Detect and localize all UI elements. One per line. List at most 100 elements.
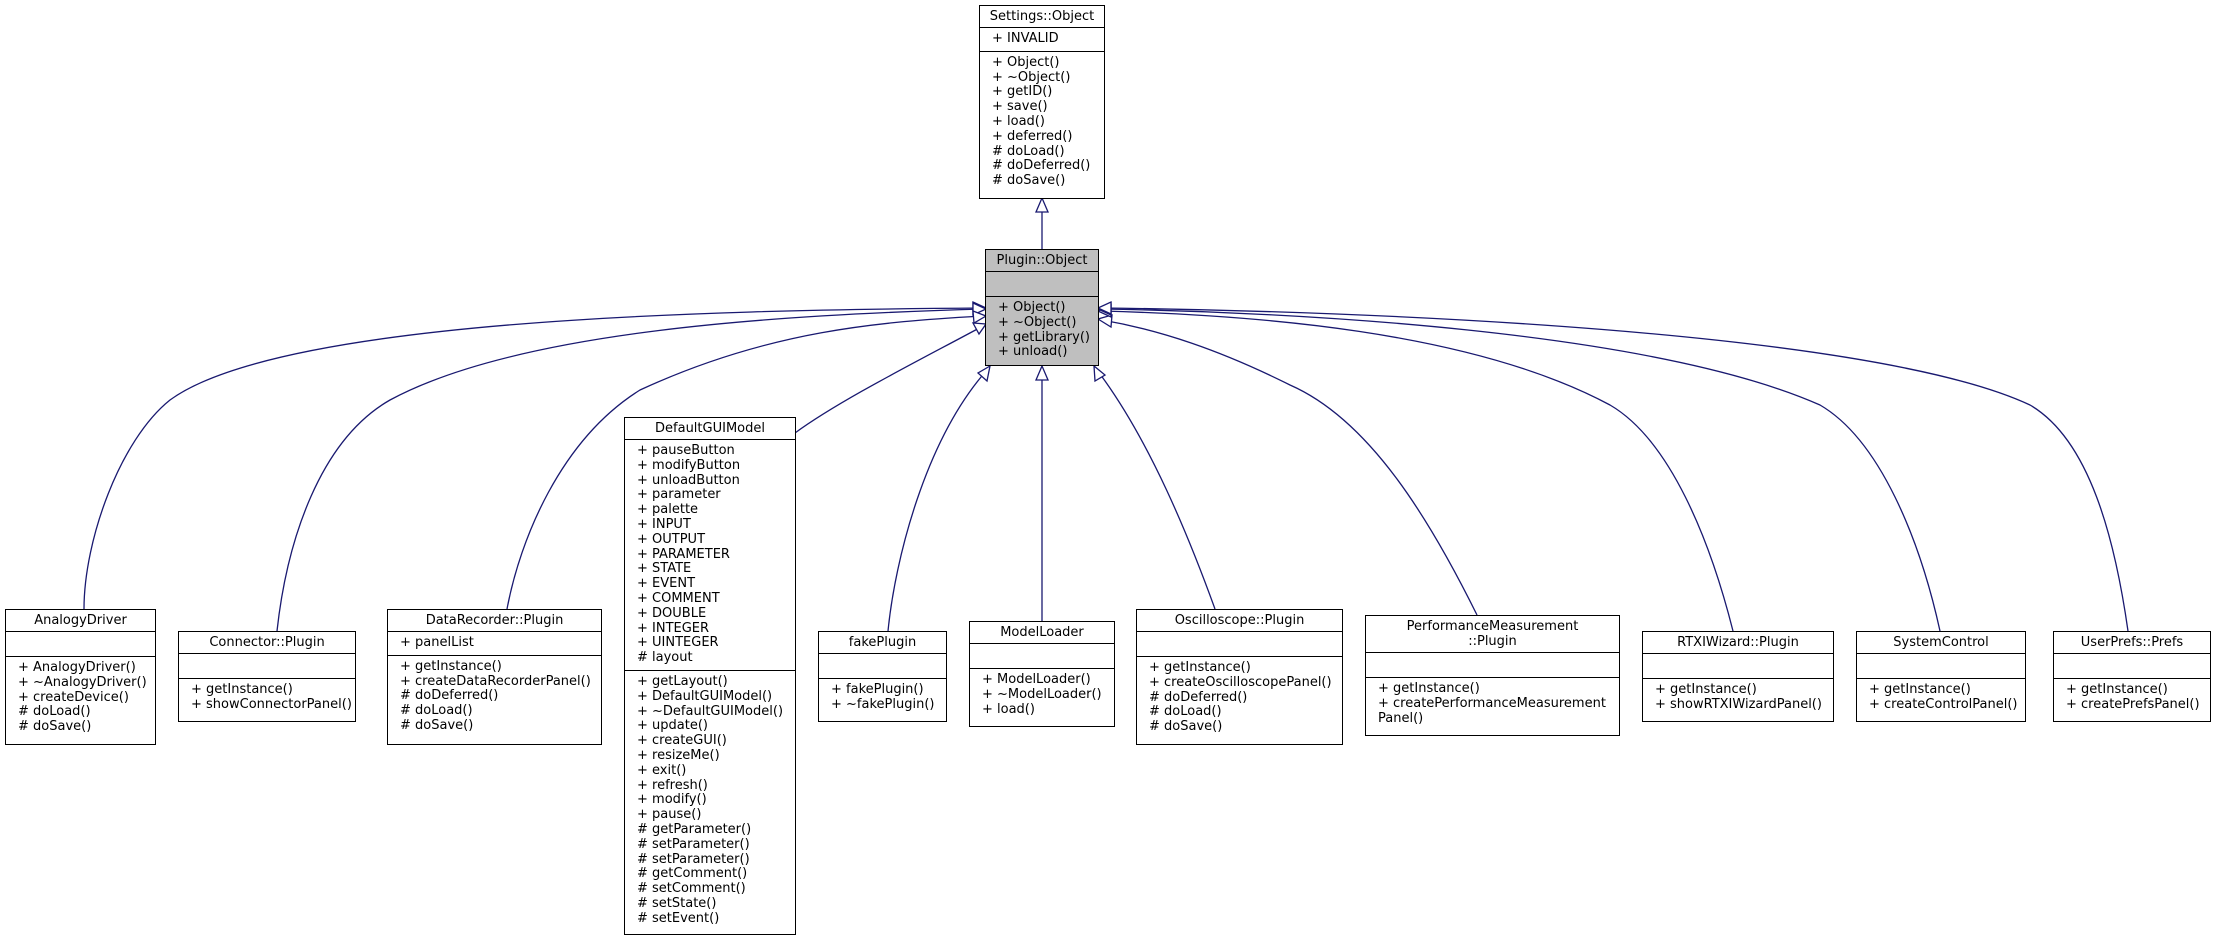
member-line: # doSave() xyxy=(18,719,92,735)
class-node-datarecorder-plugin[interactable]: DataRecorder::Plugin + panelList + getIn… xyxy=(387,609,602,745)
member-line: + createDataRecorderPanel() xyxy=(400,673,591,689)
class-node-performance-measurement-plugin[interactable]: PerformanceMeasurement ::Plugin + getIns… xyxy=(1365,615,1620,736)
class-name: DefaultGUIModel xyxy=(655,421,765,436)
attributes-section: + pauseButton+ modifyButton+ unloadButto… xyxy=(625,439,795,670)
class-node-default-gui-model[interactable]: DefaultGUIModel + pauseButton+ modifyBut… xyxy=(624,417,796,935)
methods-section: + fakePlugin()+ ~fakePlugin() xyxy=(819,678,946,717)
member-line: + Object() xyxy=(998,300,1066,315)
member-line: + modify() xyxy=(637,792,707,808)
attributes-section xyxy=(819,653,946,678)
member-line: + ~AnalogyDriver() xyxy=(18,674,147,690)
attributes-section xyxy=(6,631,155,656)
class-node-rtxiwizard-plugin[interactable]: RTXIWizard::Plugin + getInstance()+ show… xyxy=(1642,631,1834,722)
arrowhead-oscilloscope xyxy=(1093,364,1107,383)
member-line: + INPUT xyxy=(637,516,691,532)
member-line: + showConnectorPanel() xyxy=(191,696,352,712)
member-line: + INVALID xyxy=(992,31,1059,46)
member-line: # doSave() xyxy=(400,717,474,733)
class-name: DataRecorder::Plugin xyxy=(425,613,564,628)
class-name: PerformanceMeasurement ::Plugin xyxy=(1406,619,1579,649)
member-line: + deferred() xyxy=(992,128,1073,144)
member-line: + pauseButton xyxy=(637,443,735,458)
class-node-model-loader[interactable]: ModelLoader + ModelLoader()+ ~ModelLoade… xyxy=(969,621,1115,727)
member-line: + getInstance() xyxy=(191,682,293,697)
attributes-section xyxy=(179,653,355,678)
member-line: + getInstance() xyxy=(1149,660,1251,675)
member-line: + INTEGER xyxy=(637,620,710,636)
member-line: + getInstance() xyxy=(1655,682,1757,697)
class-node-oscilloscope-plugin[interactable]: Oscilloscope::Plugin + getInstance()+ cr… xyxy=(1136,609,1343,745)
methods-section: + ModelLoader()+ ~ModelLoader()+ load() xyxy=(970,668,1114,721)
class-name: SystemControl xyxy=(1893,635,1989,650)
member-line: # layout xyxy=(637,650,693,666)
arrowhead-datarecorder xyxy=(972,310,988,325)
edge-fakeplugin xyxy=(887,369,988,632)
member-line: + EVENT xyxy=(637,576,696,592)
member-line: + pause() xyxy=(637,807,702,823)
member-line: + load() xyxy=(982,701,1035,717)
class-name: Connector::Plugin xyxy=(209,635,325,650)
member-line: + panelList xyxy=(400,635,474,650)
member-line: + Object() xyxy=(992,54,1060,70)
member-line: + DOUBLE xyxy=(637,605,707,621)
member-line: + ~ModelLoader() xyxy=(982,686,1102,702)
member-line: + ModelLoader() xyxy=(982,672,1091,687)
arrowhead-performance xyxy=(1096,314,1113,329)
attributes-section xyxy=(986,271,1098,296)
member-line: + load() xyxy=(992,113,1045,129)
class-node-userprefs-prefs[interactable]: UserPrefs::Prefs + getInstance()+ create… xyxy=(2053,631,2211,722)
methods-section: + getInstance()+ createPerformanceMeasur… xyxy=(1366,677,1619,730)
methods-section: + AnalogyDriver()+ ~AnalogyDriver()+ cre… xyxy=(6,656,155,739)
member-line: + modifyButton xyxy=(637,457,741,473)
member-line: # setState() xyxy=(637,895,717,911)
attributes-section xyxy=(2054,653,2210,678)
member-line: + createPrefsPanel() xyxy=(2066,696,2200,712)
member-line: + getInstance() xyxy=(1869,682,1971,697)
arrowhead-settings xyxy=(1035,196,1049,213)
member-line: # getParameter() xyxy=(637,821,752,837)
member-line: # doLoad() xyxy=(992,143,1065,159)
member-line: + STATE xyxy=(637,561,692,577)
member-line: + PARAMETER xyxy=(637,546,730,562)
methods-section: + getInstance()+ createControlPanel() xyxy=(1857,678,2025,717)
member-line: + DefaultGUIModel() xyxy=(637,688,773,704)
member-line: + ~Object() xyxy=(998,314,1077,330)
attributes-section: + INVALID xyxy=(980,27,1104,51)
member-line: + COMMENT xyxy=(637,590,720,606)
class-node-system-control[interactable]: SystemControl + getInstance()+ createCon… xyxy=(1856,631,2026,722)
member-line: + createDevice() xyxy=(18,689,129,705)
edge-connector xyxy=(276,308,983,632)
edge-analogydriver xyxy=(83,307,983,610)
member-line: + getID() xyxy=(992,84,1053,100)
class-node-analogy-driver[interactable]: AnalogyDriver + AnalogyDriver()+ ~Analog… xyxy=(5,609,156,745)
member-line: # doLoad() xyxy=(18,704,91,720)
class-node-plugin-object[interactable]: Plugin::Object + Object()+ ~Object()+ ge… xyxy=(985,249,1099,366)
member-line: + unload() xyxy=(998,344,1068,360)
member-line: # doDeferred() xyxy=(992,158,1091,174)
class-name: Settings::Object xyxy=(989,9,1095,24)
methods-section: + getLayout()+ DefaultGUIModel()+ ~Defau… xyxy=(625,669,795,931)
member-line: # setComment() xyxy=(637,881,746,897)
class-node-connector-plugin[interactable]: Connector::Plugin + getInstance()+ showC… xyxy=(178,631,356,722)
attributes-section xyxy=(1857,653,2025,678)
member-line: + AnalogyDriver() xyxy=(18,660,136,675)
member-line: # setParameter() xyxy=(637,836,750,852)
member-line: + OUTPUT xyxy=(637,531,706,547)
class-node-settings-object[interactable]: Settings::Object + INVALID + Object()+ ~… xyxy=(979,5,1105,199)
class-node-fake-plugin[interactable]: fakePlugin + fakePlugin()+ ~fakePlugin() xyxy=(818,631,947,722)
methods-section: + Object()+ ~Object()+ getLibrary()+ unl… xyxy=(986,296,1098,364)
methods-section: + getInstance()+ createOscilloscopePanel… xyxy=(1137,656,1342,739)
class-name: RTXIWizard::Plugin xyxy=(1677,635,1799,650)
member-line: + showRTXIWizardPanel() xyxy=(1655,696,1822,712)
member-line: + createControlPanel() xyxy=(1869,696,2018,712)
member-line: # doSave() xyxy=(1149,719,1223,735)
member-line: + ~fakePlugin() xyxy=(831,696,935,712)
methods-section: + getInstance()+ createPrefsPanel() xyxy=(2054,678,2210,717)
member-line: + UINTEGER xyxy=(637,635,719,651)
edge-performance xyxy=(1101,319,1478,616)
member-line: # setEvent() xyxy=(637,910,720,926)
member-line: + parameter xyxy=(637,487,721,503)
edge-systemcontrol xyxy=(1101,308,1941,632)
class-name: Plugin::Object xyxy=(996,253,1088,268)
